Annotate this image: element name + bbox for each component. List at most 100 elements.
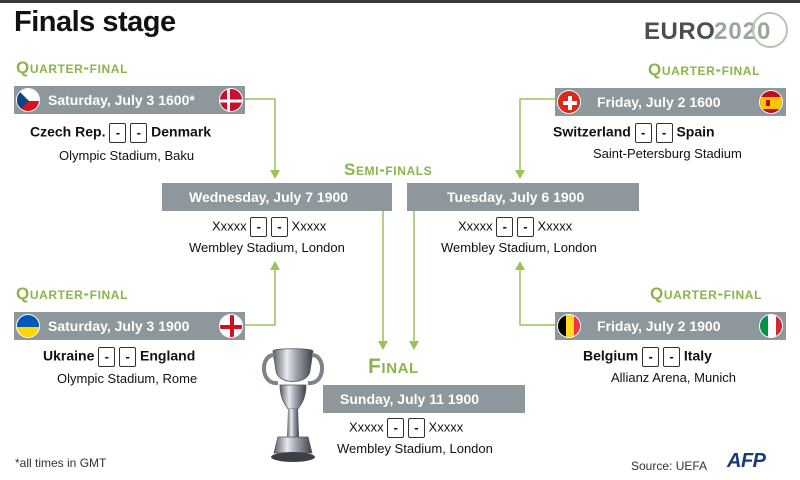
team-placeholder: Xxxxx [428, 419, 464, 435]
score-box: - [250, 217, 268, 237]
connector-qf4-sf2 [519, 268, 555, 326]
qf-bottom-right-match: Belgium - - Italy [583, 347, 712, 367]
qf-top-right-date: Friday, July 2 1600 [597, 94, 721, 110]
qf-top-left-date-bar: Saturday, July 3 1600* [14, 86, 245, 114]
arrowhead-qf2 [515, 170, 525, 179]
italy-flag-icon [759, 314, 783, 338]
final-date: Sunday, July 11 1900 [340, 391, 480, 407]
denmark-flag-icon [219, 88, 243, 112]
city-name: Munich [694, 370, 737, 385]
score-box: - [270, 217, 288, 237]
sf-right-date-bar: Tuesday, July 6 1900 [407, 183, 639, 211]
team-ukraine: Ukraine [43, 347, 95, 364]
qf-top-left-venue: Olympic Stadium, Baku [59, 148, 194, 163]
sf-right-match: Xxxxx - - Xxxxx [458, 217, 572, 237]
final-date-bar: Sunday, July 11 1900 [323, 385, 525, 413]
logo-ring [752, 12, 788, 48]
qf-bottom-right-date-bar: Friday, July 2 1900 [555, 312, 786, 340]
final-match: Xxxxx - - Xxxxx [349, 418, 463, 438]
arrowhead-qf4 [515, 261, 525, 270]
stadium-name: Olympic Stadium, [59, 148, 161, 163]
score-box: - [642, 347, 660, 367]
team-england: England [140, 347, 196, 364]
sf-left-date-bar: Wednesday, July 7 1900 [162, 183, 392, 211]
ukraine-flag-icon [16, 314, 40, 338]
qf-top-left-date: Saturday, July 3 1600* [48, 92, 195, 108]
score-box: - [407, 418, 425, 438]
team-spain: Spain [676, 123, 715, 140]
team-belgium: Belgium [583, 347, 639, 364]
qf-bottom-left-label: Quarter-final [16, 284, 129, 303]
sf-left-match: Xxxxx - - Xxxxx [212, 217, 326, 237]
qf-top-left-match: Czech Rep. - - Denmark [30, 123, 211, 143]
team-switzerland: Switzerland [553, 123, 631, 140]
score-box: - [663, 347, 681, 367]
page-title: Finals stage [14, 6, 176, 38]
semi-finals-label: Semi-finals [344, 160, 433, 179]
qf-top-right-label: Quarter-final [648, 60, 761, 79]
stadium-name: Wembley Stadium, [189, 240, 298, 255]
team-placeholder: Xxxxx [458, 218, 493, 234]
team-czech-republic: Czech Rep. [30, 123, 106, 140]
top-rule [0, 0, 800, 3]
stadium-name: Allianz Arena, [611, 370, 691, 385]
score-box: - [516, 217, 534, 237]
connector-qf1-sf1 [245, 98, 276, 172]
connector-qf2-sf2 [519, 98, 555, 172]
qf-top-left-label: Quarter-final [16, 58, 129, 77]
score-box: - [130, 123, 148, 143]
score-box: - [98, 347, 116, 367]
score-box: - [119, 347, 137, 367]
trophy-icon [262, 348, 324, 462]
city-name: London [449, 441, 493, 456]
city-name: Rome [162, 371, 198, 386]
final-label: Final [368, 355, 419, 378]
qf-bottom-left-date: Saturday, July 3 1900 [48, 318, 190, 334]
qf-bottom-right-label: Quarter-final [650, 284, 763, 303]
arrowhead-sf1 [378, 341, 388, 350]
qf-top-right-match: Switzerland - - Spain [553, 123, 715, 143]
qf-bottom-left-date-bar: Saturday, July 3 1900 [14, 312, 245, 340]
arrowhead-qf1 [270, 170, 280, 179]
czech-republic-flag-icon [16, 88, 40, 112]
arrowhead-qf3 [270, 261, 280, 270]
source-credit: Source: UEFA [631, 459, 708, 473]
logo-euro-text: EURO [644, 18, 716, 45]
connector-qf3-sf1 [245, 268, 276, 326]
sf-left-date: Wednesday, July 7 1900 [189, 189, 349, 205]
qf-bottom-right-venue: Allianz Arena, Munich [611, 370, 736, 385]
qf-top-right-date-bar: Friday, July 2 1600 [555, 88, 786, 116]
switzerland-flag-icon [557, 90, 581, 114]
team-placeholder: Xxxxx [537, 218, 573, 234]
stadium-name: Olympic Stadium, [57, 371, 159, 386]
afp-logo: AFP [727, 450, 766, 472]
euro-2020-logo: EURO 2020 [644, 8, 790, 50]
qf-top-right-venue: Saint-Petersburg Stadium [593, 146, 742, 161]
qf-bottom-left-venue: Olympic Stadium, Rome [57, 371, 197, 386]
score-box: - [655, 123, 673, 143]
team-placeholder: Xxxxx [212, 218, 247, 234]
team-placeholder: Xxxxx [349, 419, 384, 435]
city-name: London [301, 240, 345, 255]
city-name: London [553, 240, 597, 255]
stadium-name: Wembley Stadium, [441, 240, 550, 255]
stadium-name: Wembley Stadium, [337, 441, 446, 456]
qf-bottom-left-match: Ukraine - - England [43, 347, 195, 367]
score-box: - [496, 217, 514, 237]
footnote: *all times in GMT [15, 456, 107, 470]
arrowhead-sf2 [409, 341, 419, 350]
stadium-name: Saint-Petersburg Stadium [593, 146, 742, 161]
england-flag-icon [219, 314, 243, 338]
team-denmark: Denmark [151, 123, 212, 140]
city-name: Baku [164, 148, 195, 163]
qf-bottom-right-date: Friday, July 2 1900 [597, 318, 721, 334]
sf-right-venue: Wembley Stadium, London [441, 240, 597, 255]
team-italy: Italy [683, 347, 712, 364]
sf-right-date: Tuesday, July 6 1900 [447, 189, 585, 205]
team-placeholder: Xxxxx [291, 218, 327, 234]
score-box: - [634, 123, 652, 143]
score-box: - [387, 418, 405, 438]
sf-left-venue: Wembley Stadium, London [189, 240, 345, 255]
spain-flag-icon [759, 90, 783, 114]
